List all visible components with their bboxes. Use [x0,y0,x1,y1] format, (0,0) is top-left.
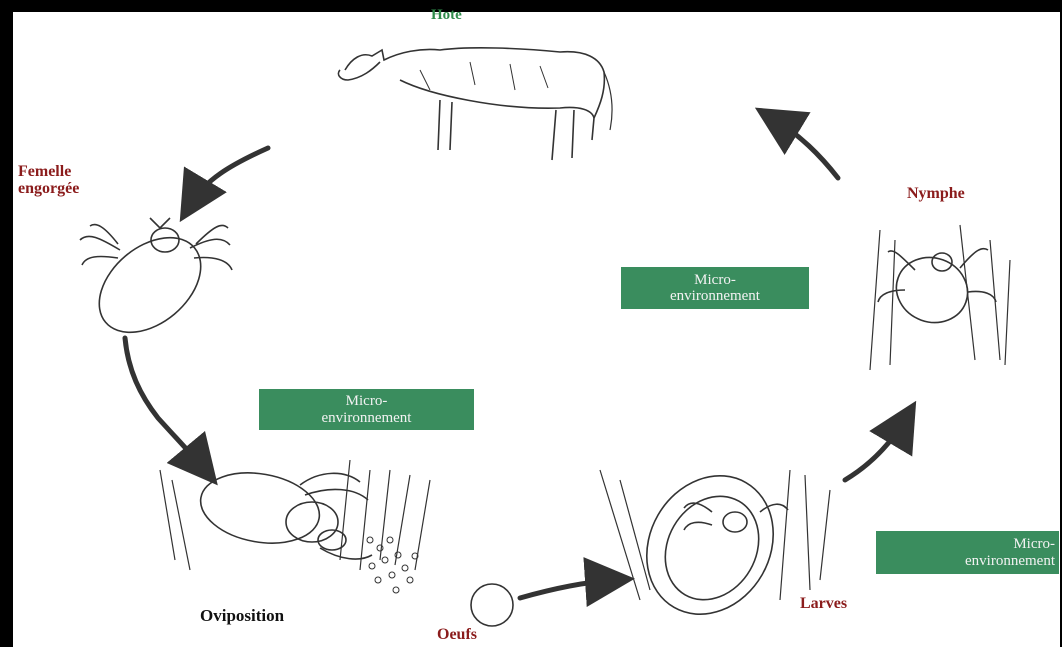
egg-cluster [367,537,418,593]
micro-environment-box-nymph: Micro- environnement [621,267,809,309]
micro-box-line2: environnement [670,288,760,305]
micro-environment-box-larvae: Micro- environnement [876,531,1059,574]
larvae-label: Larves [800,596,847,613]
engorged-female-tick [80,218,232,351]
arrow-egg-to-larva [520,580,615,598]
engorged-female-label-line2: engorgée [18,181,79,198]
micro-box-line1: Micro- [1013,536,1055,553]
single-egg [471,584,513,626]
micro-box-line1: Micro- [346,393,388,410]
oviposition-tick [160,460,430,570]
nymph-label: Nymphe [907,186,965,203]
micro-box-line2: environnement [322,410,412,427]
cow-illustration [338,48,612,160]
arrow-larva-to-nymph [845,418,906,480]
larva-illustration [600,453,830,638]
engorged-female-label: Femelle engorgée [18,164,79,198]
engorged-female-label-line1: Femelle [18,164,79,181]
eggs-label: Oeufs [437,627,477,644]
micro-environment-box-oviposition: Micro- environnement [259,389,474,430]
nymph-illustration [870,225,1010,370]
micro-box-line1: Micro- [694,272,736,289]
arrow-host-to-female [190,148,268,205]
micro-box-line2: environnement [965,553,1055,570]
host-label: Hote [431,8,462,24]
arrow-female-to-oviposition [125,338,205,470]
oviposition-label: Oviposition [200,607,284,625]
arrow-nymph-to-host [772,118,838,178]
cycle-arrows [125,118,906,598]
